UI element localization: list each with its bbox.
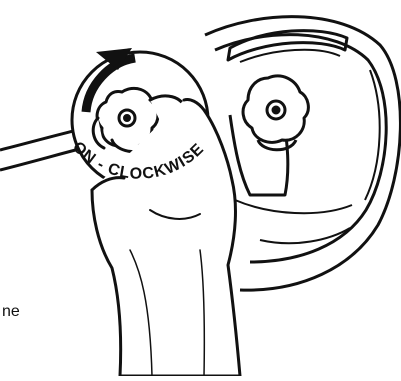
edge-text-fragment: ne (2, 303, 20, 321)
